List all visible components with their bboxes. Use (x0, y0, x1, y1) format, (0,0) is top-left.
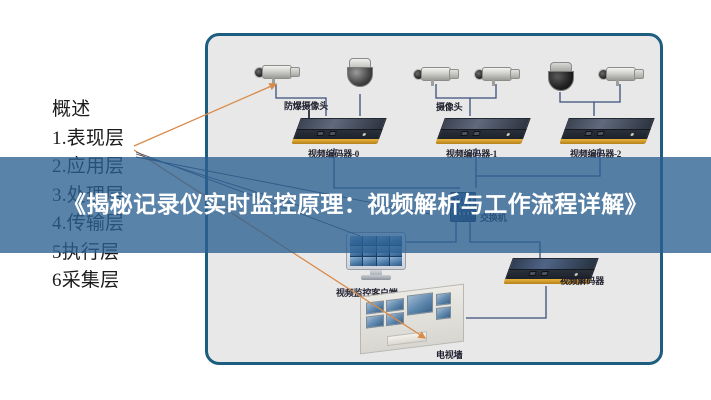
label-camera: 摄像头 (436, 102, 463, 112)
camera-body (421, 67, 451, 81)
title-overlay-band: 《揭秘记录仪实时监控原理：视频解析与工作流程详解》 (0, 157, 711, 253)
outline-item-1[interactable]: 1.表现层 (52, 127, 125, 149)
video-encoder-icon (559, 118, 655, 144)
device-base (291, 139, 380, 144)
device-base (435, 139, 524, 144)
label-encoder-2: 视频编码器-2 (570, 149, 622, 159)
label-explosion-proof-camera: 防爆摄像头 (284, 101, 329, 111)
outline-item-6[interactable]: 6采集层 (52, 270, 120, 291)
video-encoder-icon (291, 110, 387, 144)
outline-item-0[interactable]: 概述 (52, 99, 91, 120)
camera-tail (290, 67, 300, 77)
label-tv-wall: 电视墙 (436, 350, 463, 360)
label-decoder: 视频解码器 (560, 276, 605, 286)
dome-camera-icon (345, 58, 375, 88)
camera-mount (431, 80, 434, 86)
camera-mount (272, 78, 275, 84)
camera-mount (492, 80, 495, 86)
tv-wall-icon (360, 283, 464, 355)
camera-body (482, 67, 512, 81)
explosion-proof-camera-icon (254, 64, 300, 84)
video-encoder-icon (435, 118, 531, 144)
camera-mount (616, 80, 619, 86)
monitor-stand (361, 275, 391, 280)
camera-tail (634, 69, 644, 79)
camera-icon (474, 66, 520, 86)
camera-icon (413, 66, 459, 86)
camera-icon (598, 66, 644, 86)
dome-ball (347, 67, 373, 87)
camera-tail (449, 69, 459, 79)
dome-ball (548, 71, 574, 91)
overlay-title: 《揭秘记录仪实时监控原理：视频解析与工作流程详解》 (63, 192, 648, 218)
label-encoder-1: 视频编码器-1 (446, 149, 498, 159)
camera-tail (510, 69, 520, 79)
camera-body (262, 65, 292, 79)
camera-body (606, 67, 636, 81)
console-desk (387, 331, 427, 347)
device-base (559, 139, 648, 144)
dome-camera-icon (546, 62, 576, 92)
